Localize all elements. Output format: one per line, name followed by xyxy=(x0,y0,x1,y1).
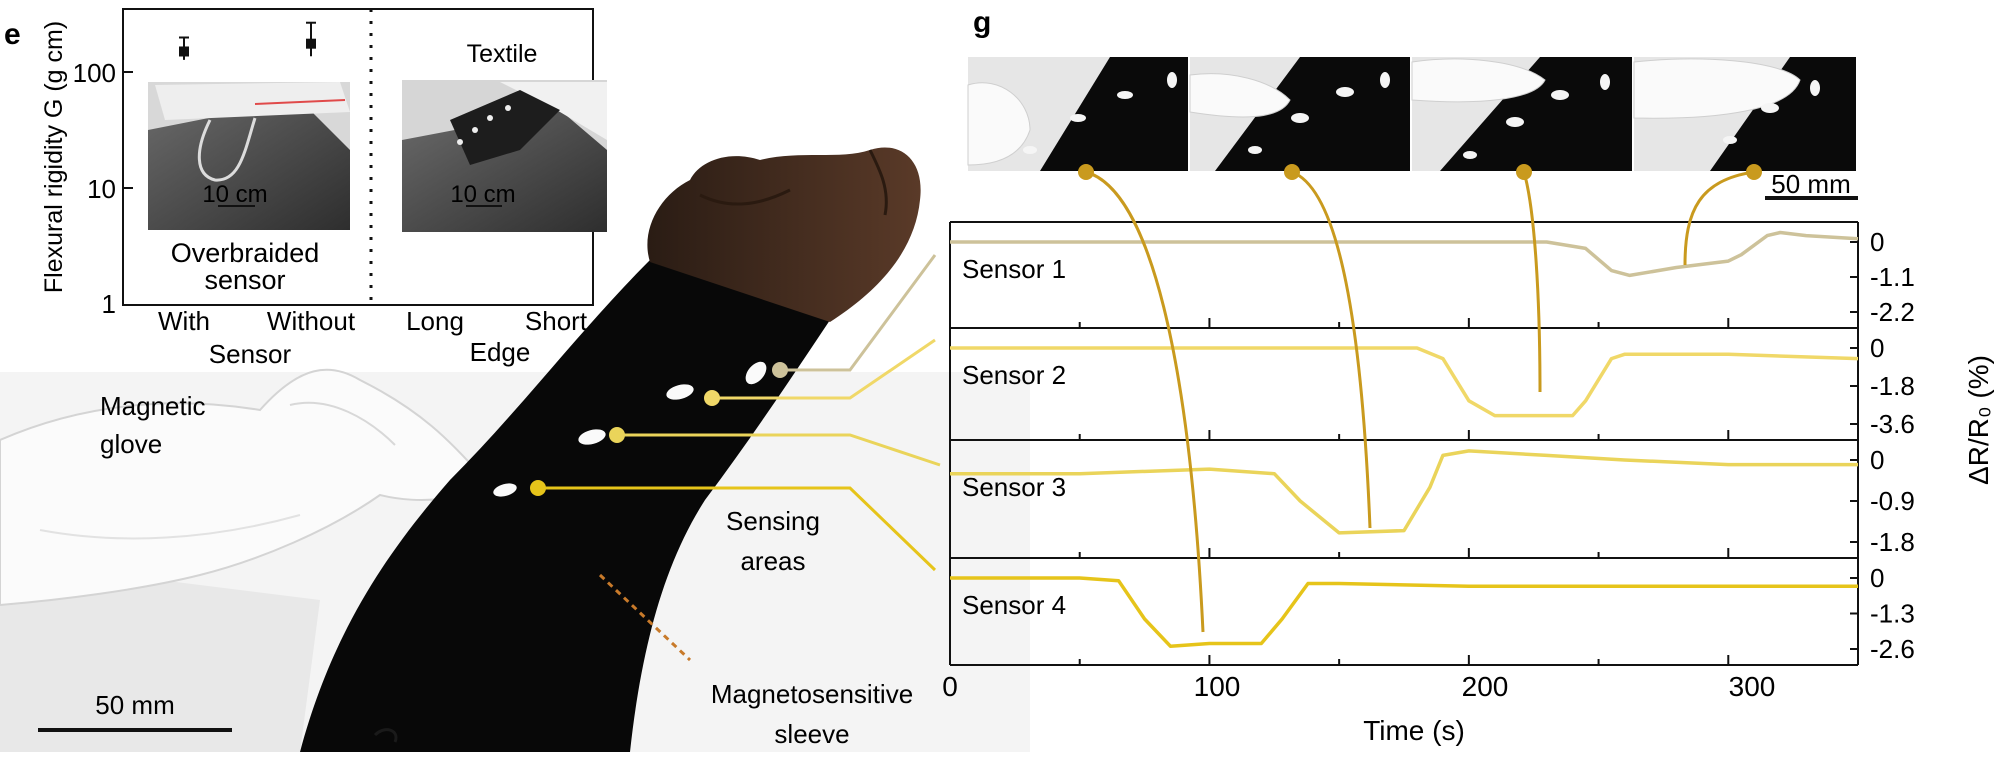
e-ytick-1: 1 xyxy=(102,289,116,319)
g-sensor2-ytick-1: -1.8 xyxy=(1870,371,1915,401)
g-xtick-300: 300 xyxy=(1729,671,1776,702)
g-photo-4 xyxy=(1633,57,1856,171)
g-photo-1 xyxy=(967,57,1188,171)
e-marker-with xyxy=(179,46,189,57)
f-label-sleeve-1: Magnetosensitive xyxy=(711,679,913,709)
g-sensor1-ytick-2: -2.2 xyxy=(1870,297,1915,327)
g-photo-2 xyxy=(1189,57,1410,171)
g-sensor2-line xyxy=(950,346,1859,418)
g-xtick-200: 200 xyxy=(1462,671,1509,702)
g-sensor-panels: 0 -1.1 -2.2 Sensor 1 0 -1.8 -3.6 Sensor 2 0 -0.9 -… xyxy=(949,221,1915,666)
g-sensor4-ytick-2: -2.6 xyxy=(1870,634,1915,664)
f-label-sensing-1: Sensing xyxy=(726,506,820,536)
e-textile-title: Textile xyxy=(467,40,538,68)
callout-dot-3 xyxy=(609,427,625,443)
g-event-pointers xyxy=(1078,164,1762,633)
sensor-callout-lines xyxy=(530,254,941,572)
e-xgroup-sensor: Sensor xyxy=(209,339,292,369)
e-marker-without xyxy=(306,38,316,49)
g-ylabel: ΔR/R₀ (%) xyxy=(1963,355,1994,485)
event-pointer-dot-1 xyxy=(1078,164,1094,180)
f-label-sleeve-2: sleeve xyxy=(774,719,849,749)
sensing-spot-2 xyxy=(666,384,694,400)
panel-e-plot: 100 10 1 Flexural rigidity G (g cm) Text… xyxy=(40,8,607,369)
panel-letter-g: g xyxy=(973,6,991,39)
g-panel-sensor-3: 0 -0.9 -1.8 Sensor 3 xyxy=(949,439,1915,558)
g-xlabel: Time (s) xyxy=(1363,715,1465,746)
panel-f-photo: Magnetic glove Sensing areas Magnetosens… xyxy=(0,147,1030,752)
event-pointer-1 xyxy=(1085,170,1205,633)
g-sensor1-ytick-0: 0 xyxy=(1870,227,1884,257)
f-label-sensing-2: areas xyxy=(740,546,805,576)
callout-sensor-1 xyxy=(780,254,937,372)
g-xtick-100: 100 xyxy=(1194,671,1241,702)
panel-letter-e: e xyxy=(4,18,21,51)
g-panel-sensor-2: 0 -1.8 -3.6 Sensor 2 xyxy=(949,327,1915,440)
g-photo-strip: 50 mm xyxy=(967,57,1858,200)
sensing-spot-4 xyxy=(493,483,517,497)
callout-dot-2 xyxy=(704,390,720,406)
arm-sleeve xyxy=(300,260,830,752)
e-ytick-10: 10 xyxy=(87,174,116,204)
e-photo-textile: 10 cm xyxy=(402,80,607,232)
e-xlabel-long: Long xyxy=(406,306,464,336)
g-sensor3-ytick-1: -0.9 xyxy=(1870,486,1915,516)
g-panel-sensor-4: 0 -1.3 -2.6 Sensor 4 xyxy=(949,557,1915,666)
g-xtick-0: 0 xyxy=(942,671,958,702)
e-ylabel: Flexural rigidity G (g cm) xyxy=(40,21,68,293)
g-panel-sensor-1: 0 -1.1 -2.2 Sensor 1 xyxy=(949,221,1915,328)
e-xlabel-with: With xyxy=(158,306,210,336)
e-photo-caption-2: sensor xyxy=(204,265,285,295)
event-pointer-dot-2 xyxy=(1284,164,1300,180)
g-sensor3-ytick-2: -1.8 xyxy=(1870,527,1915,557)
sensing-spot-1 xyxy=(745,361,767,385)
callout-sensor-2 xyxy=(712,338,936,400)
g-sensor3-ytick-0: 0 xyxy=(1870,445,1884,475)
event-pointer-2 xyxy=(1291,170,1372,529)
g-x-axis: 0 100 200 300 Time (s) xyxy=(942,671,1775,746)
e-xgroup-edge: Edge xyxy=(470,337,531,367)
g-sensor4-ytick-1: -1.3 xyxy=(1870,599,1915,629)
callout-dot-1 xyxy=(772,362,788,378)
e-data-markers xyxy=(179,21,316,60)
g-sensor4-ytick-0: 0 xyxy=(1870,563,1884,593)
event-pointer-4 xyxy=(1683,170,1755,266)
g-sensor2-name: Sensor 2 xyxy=(962,360,1066,390)
e-ytick-100: 100 xyxy=(73,58,116,88)
g-sensor2-ytick-2: -3.6 xyxy=(1870,409,1915,439)
e-xlabel-without: Without xyxy=(267,306,356,336)
g-sensor1-name: Sensor 1 xyxy=(962,254,1066,284)
callout-dot-4 xyxy=(530,480,546,496)
e-photo-overbraided: 10 cm xyxy=(148,82,350,230)
g-sensor1-line xyxy=(950,230,1859,278)
g-sensor2-ytick-0: 0 xyxy=(1870,333,1884,363)
event-pointer-dot-3 xyxy=(1516,164,1532,180)
callout-sensor-3 xyxy=(617,433,941,467)
e-photo-caption-1: Overbraided xyxy=(171,238,320,268)
g-sensor3-line xyxy=(950,449,1858,535)
sensing-spot-3 xyxy=(578,429,606,445)
g-photo-scalebar: 50 mm xyxy=(1771,169,1850,199)
g-sensor1-ytick-1: -1.1 xyxy=(1870,262,1915,292)
fist xyxy=(647,147,921,322)
g-photo-3 xyxy=(1411,57,1632,171)
f-label-glove-1: Magnetic xyxy=(100,391,206,421)
e-photo-left-scalebar: 10 cm xyxy=(202,181,267,208)
callout-sensor-4 xyxy=(538,486,937,572)
e-photo-right-scalebar: 10 cm xyxy=(450,181,515,208)
sleeve-dashed-pointer xyxy=(598,573,692,662)
event-pointer-dot-4 xyxy=(1746,164,1762,180)
event-pointer-3 xyxy=(1522,171,1542,393)
g-sensor3-name: Sensor 3 xyxy=(962,472,1066,502)
f-label-glove-2: glove xyxy=(100,429,162,459)
f-scalebar-label: 50 mm xyxy=(95,690,174,720)
g-sensor4-line xyxy=(950,576,1858,649)
g-sensor4-name: Sensor 4 xyxy=(962,590,1066,620)
e-xlabel-short: Short xyxy=(525,306,588,336)
